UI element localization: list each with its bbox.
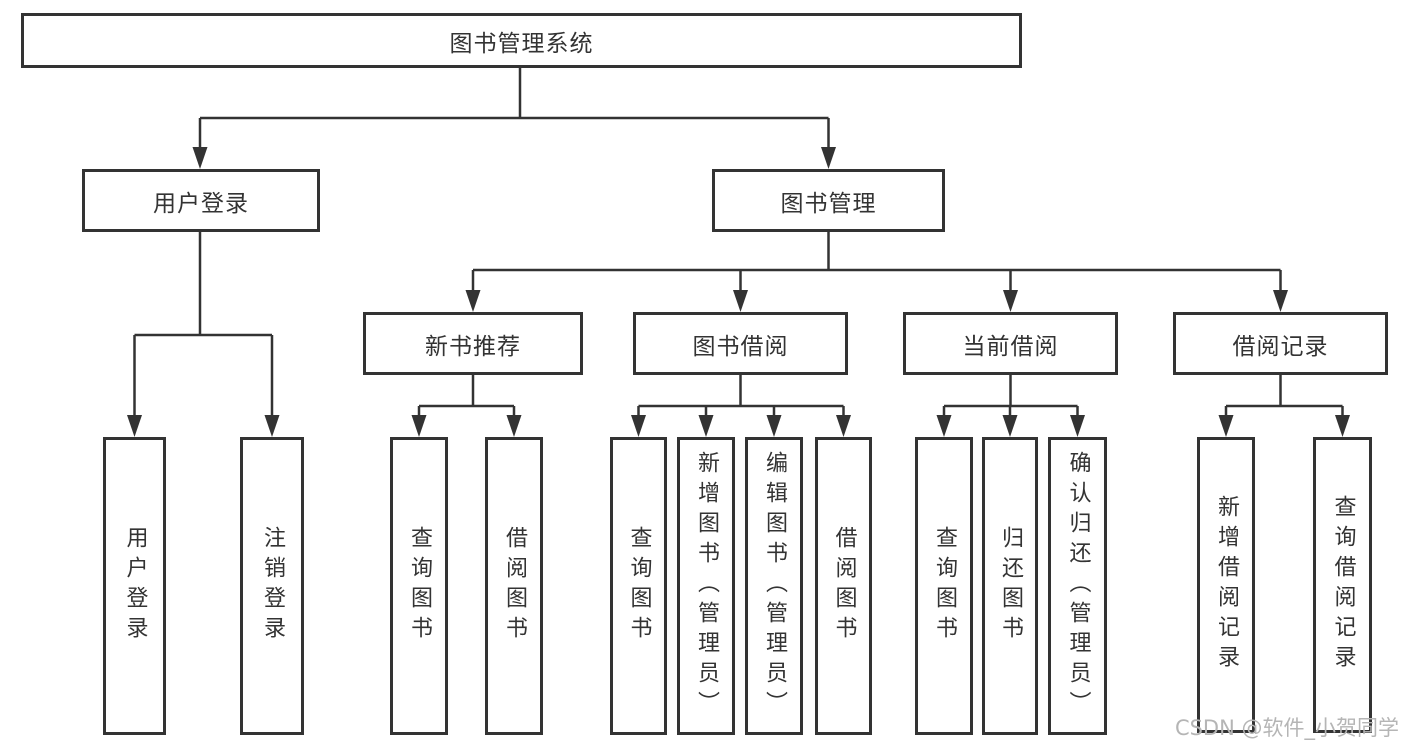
leaf-records-query-record: 查询借阅记录 [1313,437,1372,733]
leaf-borrow-borrow-books: 借阅图书 [815,437,872,735]
node-user-login-label: 用户登录 [153,190,249,217]
leaf-records-add-record-label: 新增借阅记录 [1214,495,1239,675]
node-root: 图书管理系统 [21,13,1022,68]
leaf-current-confirm-return-label: 确认归还（管理员） [1065,451,1091,721]
leaf-records-add-record: 新增借阅记录 [1197,437,1255,733]
node-book-borrow-label: 图书借阅 [692,333,789,360]
leaf-recommend-borrow-books: 借阅图书 [485,437,543,735]
node-user-login: 用户登录 [82,169,320,232]
arrowheads [127,147,1350,437]
node-current-borrow: 当前借阅 [903,312,1118,375]
node-borrow-records-label: 借阅记录 [1232,333,1329,360]
node-book-borrow: 图书借阅 [633,312,848,375]
leaf-borrow-borrow-books-label: 借阅图书 [831,526,857,646]
leaf-logout-label: 注销登录 [260,526,285,646]
leaf-borrow-edit-books: 编辑图书（管理员） [745,437,803,735]
leaf-recommend-borrow-books-label: 借阅图书 [502,526,527,646]
node-book-management: 图书管理 [712,169,945,232]
leaf-borrow-query-books: 查询图书 [610,437,667,735]
node-root-label: 图书管理系统 [449,30,594,57]
node-book-management-label: 图书管理 [780,190,877,217]
watermark: CSDN @软件_小贺同学 [1174,716,1399,740]
node-new-book-recommend-label: 新书推荐 [425,333,521,360]
leaf-current-return-books-label: 归还图书 [998,526,1023,646]
leaf-user-login-label: 用户登录 [122,526,148,646]
node-new-book-recommend: 新书推荐 [363,312,583,375]
node-current-borrow-label: 当前借阅 [962,333,1059,360]
leaf-current-confirm-return: 确认归还（管理员） [1048,437,1107,735]
leaf-current-query-books-label: 查询图书 [932,526,957,646]
leaf-logout: 注销登录 [240,437,304,735]
leaf-records-query-record-label: 查询借阅记录 [1330,495,1356,675]
leaf-current-query-books: 查询图书 [915,437,973,735]
leaf-current-return-books: 归还图书 [982,437,1038,735]
leaf-user-login: 用户登录 [103,437,166,735]
node-borrow-records: 借阅记录 [1173,312,1388,375]
leaf-borrow-query-books-label: 查询图书 [626,526,652,646]
leaf-borrow-edit-books-label: 编辑图书（管理员） [762,451,787,721]
leaf-borrow-add-books-label: 新增图书（管理员） [694,451,719,721]
leaf-recommend-query-books-label: 查询图书 [407,526,432,646]
leaf-recommend-query-books: 查询图书 [390,437,448,735]
leaf-borrow-add-books: 新增图书（管理员） [677,437,735,735]
